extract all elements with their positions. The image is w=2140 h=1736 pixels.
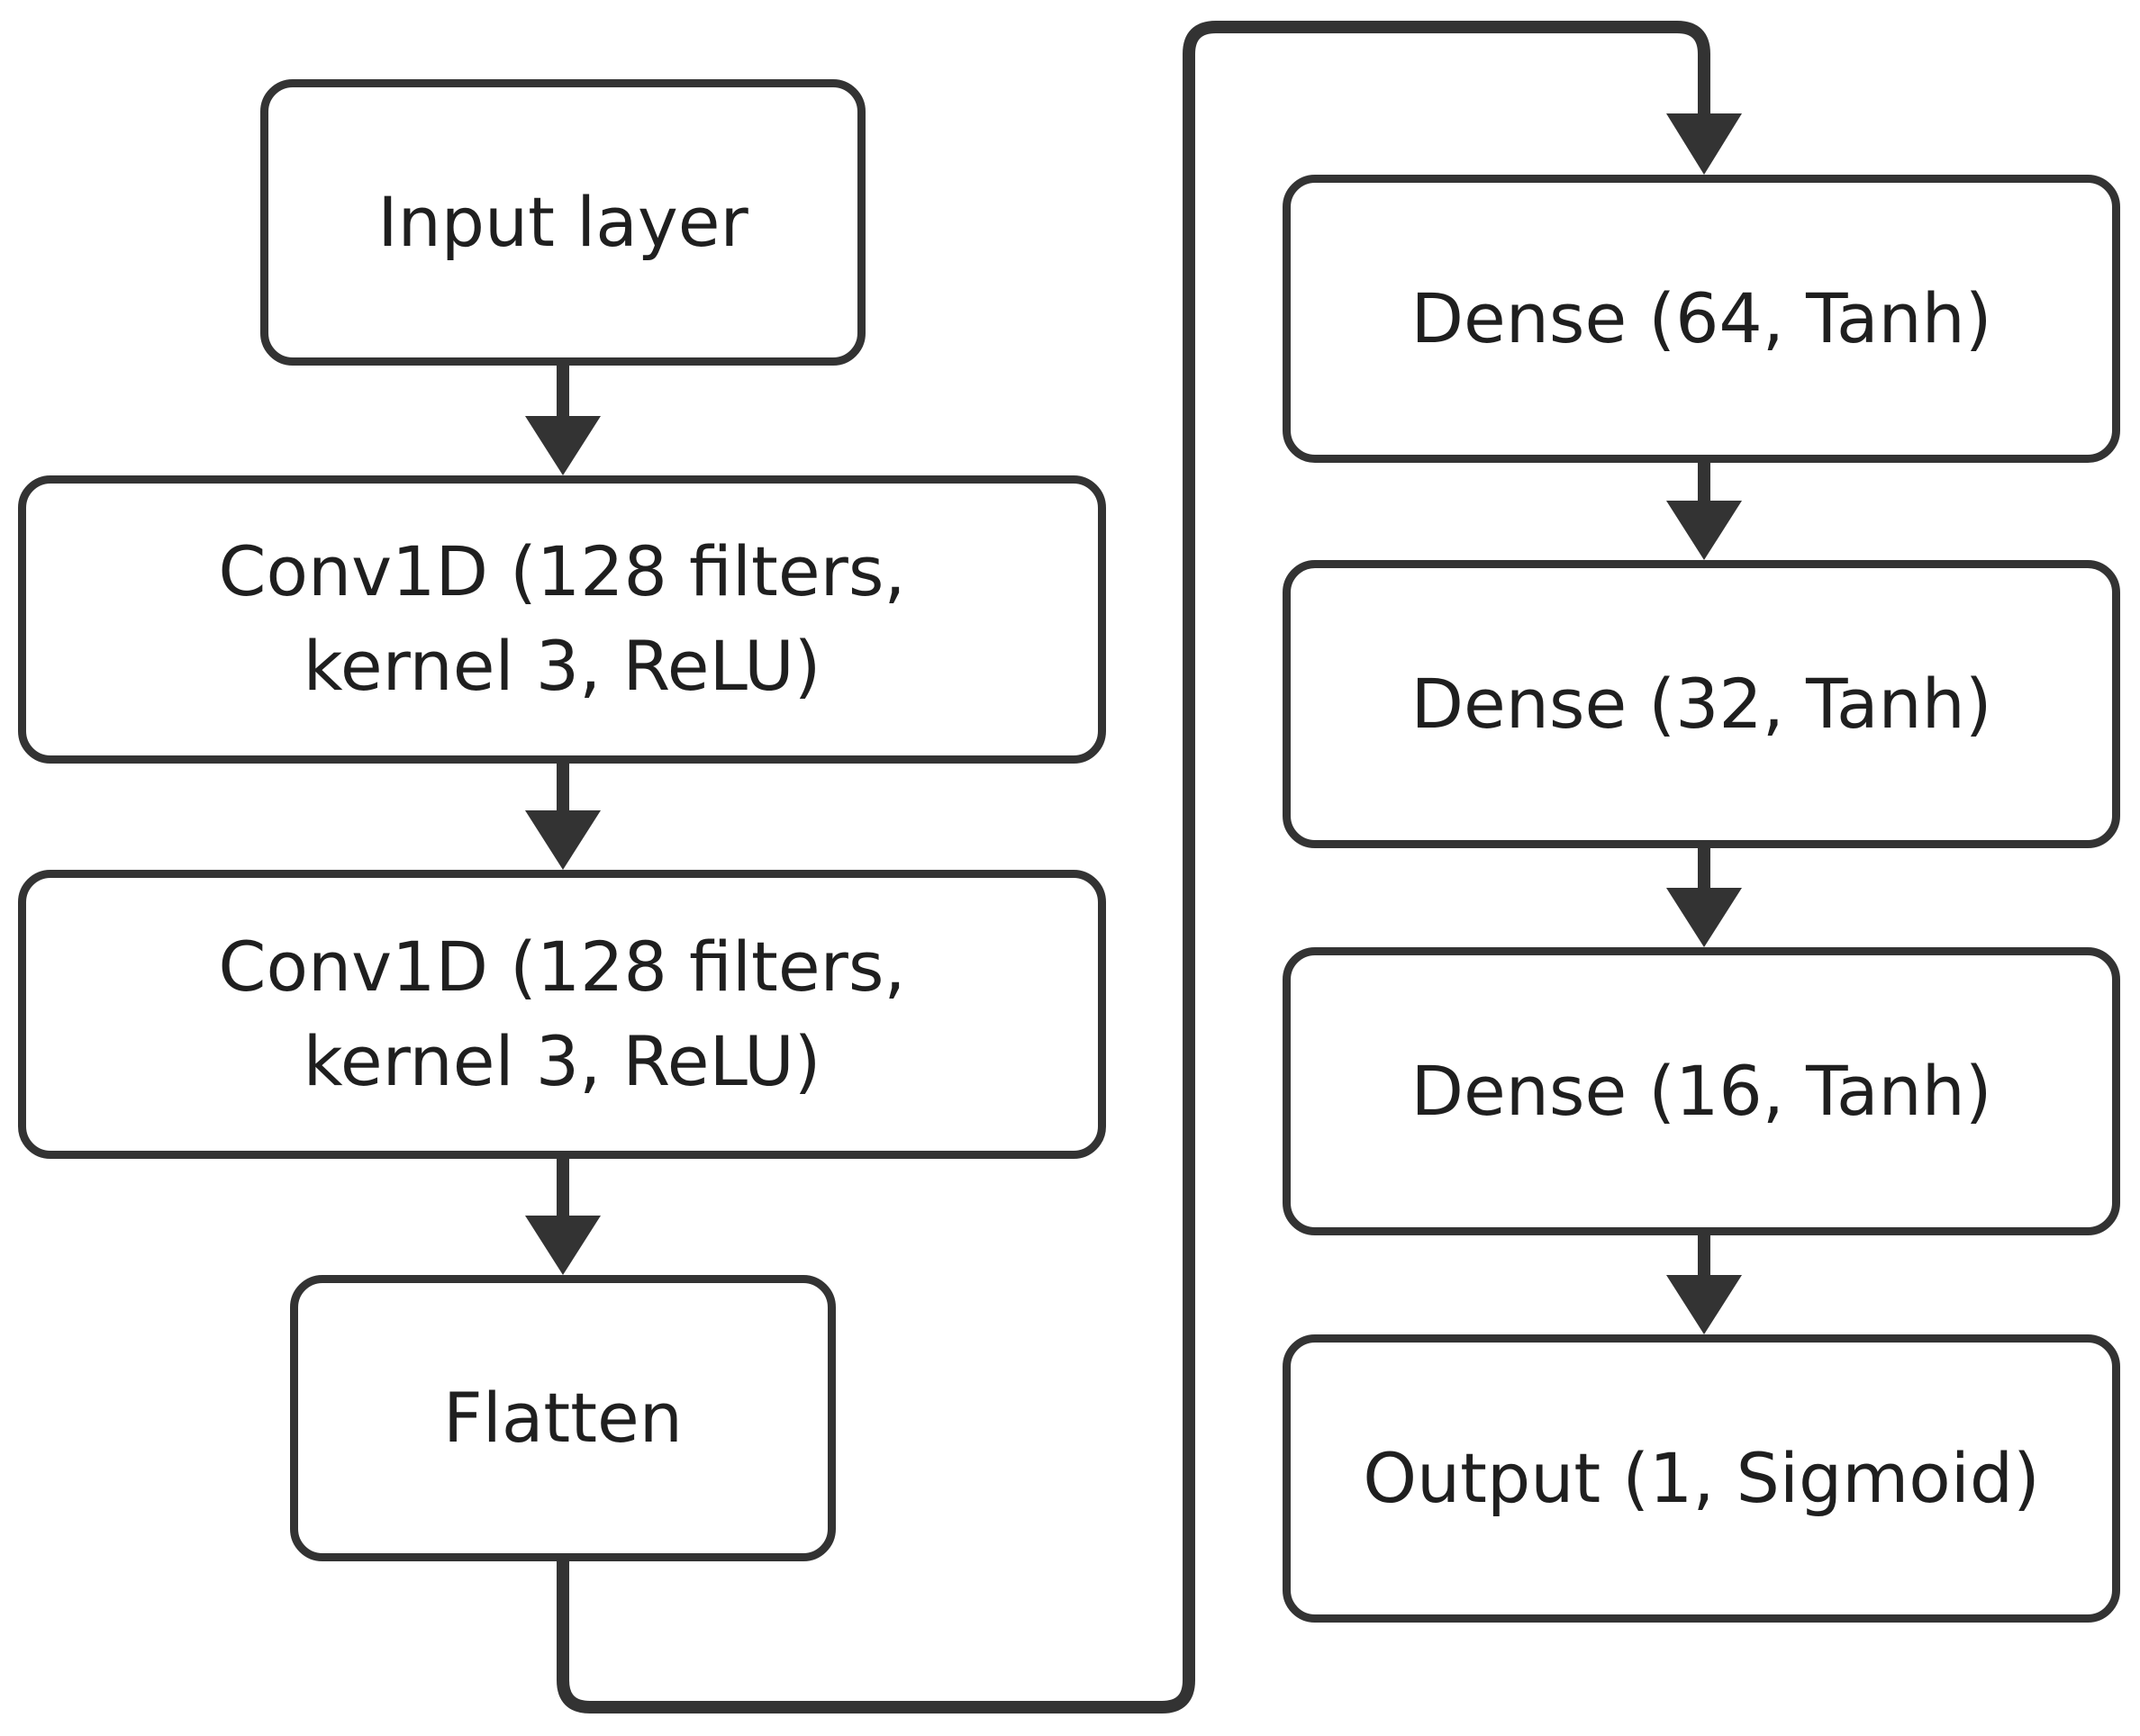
arrowhead-flatten-to-dense64 (1666, 113, 1742, 175)
node-conv1d-1: Conv1D (128 filters, kernel 3, ReLU) (18, 475, 1106, 764)
node-conv1d-2-label: Conv1D (128 filters, kernel 3, ReLU) (218, 926, 906, 1101)
arrowhead-conv1-to-conv2 (525, 810, 601, 870)
node-dense-32-label: Dense (32, Tanh) (1410, 663, 1992, 744)
node-input-layer-label: Input layer (377, 181, 748, 262)
node-input-layer: Input layer (260, 79, 866, 366)
node-conv1d-2: Conv1D (128 filters, kernel 3, ReLU) (18, 870, 1106, 1159)
node-dense-32: Dense (32, Tanh) (1283, 560, 2120, 848)
edge-flatten-to-dense64 (557, 21, 1710, 1713)
node-dense-64-label: Dense (64, Tanh) (1410, 277, 1992, 358)
node-output: Output (1, Sigmoid) (1283, 1334, 2120, 1623)
arrowhead-input-to-conv1 (525, 416, 601, 475)
arrowhead-dense16-to-output (1666, 1275, 1742, 1334)
node-flatten-label: Flatten (443, 1377, 683, 1458)
node-dense-64: Dense (64, Tanh) (1283, 175, 2120, 463)
node-conv1d-1-label: Conv1D (128 filters, kernel 3, ReLU) (218, 531, 906, 706)
arrowhead-dense64-to-dense32 (1666, 501, 1742, 560)
arrowhead-conv2-to-flatten (525, 1216, 601, 1275)
arrowhead-dense32-to-dense16 (1666, 888, 1742, 947)
node-dense-16: Dense (16, Tanh) (1283, 947, 2120, 1235)
node-output-label: Output (1, Sigmoid) (1363, 1437, 2040, 1518)
node-flatten: Flatten (290, 1275, 836, 1561)
node-dense-16-label: Dense (16, Tanh) (1410, 1050, 1992, 1131)
